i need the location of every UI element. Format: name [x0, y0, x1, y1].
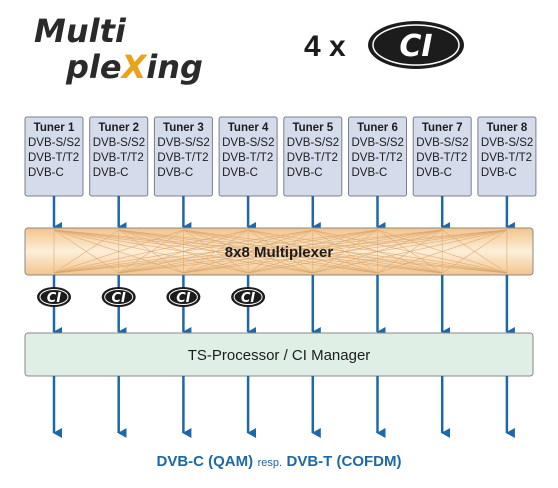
tuner-standard: DVB-T/T2 — [28, 152, 79, 164]
tuner-standard: DVB-C — [222, 167, 258, 179]
mux-crossline — [377, 229, 508, 274]
tuner-standard: DVB-C — [157, 167, 193, 179]
ts-processor-box — [24, 332, 534, 377]
tuner-standard: DVB-S/S2 — [287, 137, 339, 149]
tuner-title: Tuner 4 — [228, 122, 269, 134]
ci-module-label: CI — [47, 291, 62, 306]
output-cofdm: DVB-T (COFDM) — [286, 453, 402, 470]
ci-module-badge: CI — [101, 287, 136, 307]
tuner-standard: DVB-C — [287, 167, 323, 179]
tuner-title: Tuner 1 — [34, 122, 75, 134]
mux-crossline — [53, 229, 249, 274]
mux-crossline — [53, 229, 184, 274]
tuner-standard: DVB-S/S2 — [157, 137, 209, 149]
tuner-standard: DVB-T/T2 — [93, 152, 144, 164]
output-standards: DVB-C (QAM) resp. DVB-T (COFDM) — [0, 453, 558, 471]
mux-crossline — [53, 229, 119, 274]
tuner-standard: DVB-C — [481, 167, 517, 179]
multiplexing-logo: Multi pleXing — [34, 12, 203, 86]
mux-crossline — [53, 229, 378, 274]
mux-crossline — [53, 229, 507, 274]
ci-module-shape — [37, 287, 71, 307]
ci-module-ring — [104, 289, 134, 305]
ci-module-label: CI — [176, 291, 191, 306]
tuner-standard: DVB-T/T2 — [416, 152, 467, 164]
ci-module-badge: CI — [37, 287, 71, 307]
ci-module-shape — [231, 287, 266, 307]
ci-module-badge: CI — [166, 287, 201, 307]
output-arrows — [52, 376, 515, 438]
multiplexer-crosslines — [53, 229, 508, 274]
logo-line-2: pleXing — [65, 48, 203, 86]
tuner-standard: DVB-T/T2 — [481, 152, 532, 164]
ci-logo-ring — [372, 24, 460, 66]
ci-logo-badge — [368, 21, 464, 69]
mux-crossline — [53, 229, 443, 274]
tuner-title: Tuner 7 — [422, 122, 463, 134]
tuner-standard: DVB-T/T2 — [352, 152, 403, 164]
tuner-standard: DVB-C — [416, 167, 452, 179]
ci-logo-text: CI — [399, 29, 432, 64]
ts-processor: TS-Processor / CI Manager — [24, 332, 534, 377]
tuner-title: Tuner 2 — [98, 122, 139, 134]
multiplexer-label: 8x8 Multiplexer — [225, 244, 334, 261]
ci-count: 4 x — [304, 30, 346, 63]
tuner-standard: DVB-S/S2 — [93, 137, 145, 149]
logo-line-1: Multi — [34, 12, 127, 50]
output-qam: DVB-C (QAM) — [156, 453, 254, 470]
mux-crossline — [312, 229, 507, 274]
mux-crossline — [183, 229, 507, 274]
tuner-standard: DVB-S/S2 — [222, 137, 274, 149]
tuner-title: Tuner 3 — [163, 122, 204, 134]
tuner-standard: DVB-C — [352, 167, 388, 179]
tuner-standard: DVB-S/S2 — [481, 137, 533, 149]
mux-crossline — [118, 229, 507, 274]
mux-crossline — [53, 229, 313, 274]
ci-module-label: CI — [241, 291, 256, 306]
tuner-standard: DVB-C — [93, 167, 129, 179]
ci-header: 4 x CI — [304, 21, 464, 69]
tuner-standard: DVB-T/T2 — [287, 152, 338, 164]
ci-modules: CI CI CI CI — [37, 287, 266, 307]
mux-crossline — [248, 229, 507, 274]
tuner-standard: DVB-S/S2 — [416, 137, 468, 149]
ci-module-label: CI — [112, 291, 127, 306]
ci-module-badge: CI — [231, 287, 266, 307]
multiplexer: 8x8 Multiplexer — [24, 227, 534, 276]
ci-module-shape — [166, 287, 201, 307]
tuner-title: Tuner 8 — [487, 122, 528, 134]
output-connector: resp. — [257, 457, 283, 469]
tuner-title: Tuner 6 — [357, 122, 398, 134]
tuner-standard: DVB-T/T2 — [222, 152, 273, 164]
tuner-standard: DVB-C — [28, 167, 64, 179]
ci-module-ring — [233, 289, 263, 305]
tuner-standard: DVB-S/S2 — [28, 137, 80, 149]
ci-module-ring — [168, 289, 198, 305]
tuner-standard: DVB-S/S2 — [352, 137, 404, 149]
tuner-arrows — [52, 196, 515, 232]
tuner-standard: DVB-T/T2 — [157, 152, 208, 164]
ci-module-shape — [101, 287, 136, 307]
mux-crossline — [442, 229, 508, 274]
ci-module-ring — [39, 289, 69, 305]
tuner-title: Tuner 5 — [292, 122, 333, 134]
ts-processor-label: TS-Processor / CI Manager — [188, 347, 371, 364]
